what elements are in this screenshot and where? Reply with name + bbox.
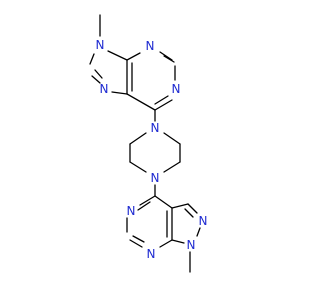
atom-label-n: N (127, 204, 136, 218)
atom-label-n: N (96, 38, 105, 52)
bond (154, 99, 173, 111)
atom-label-n: N (147, 247, 156, 261)
atom-label-n: N (172, 82, 181, 96)
bond (126, 52, 141, 61)
bond (171, 203, 189, 209)
bond (159, 51, 173, 61)
bond (91, 75, 101, 84)
bond (132, 235, 145, 243)
bond (94, 69, 103, 79)
bond (171, 239, 185, 244)
bond (137, 201, 151, 211)
bond (159, 239, 173, 248)
bond (154, 195, 173, 209)
bond (111, 91, 128, 95)
bond (154, 95, 169, 105)
bond (163, 55, 175, 63)
bond (196, 227, 201, 237)
atom-label-n: N (187, 238, 196, 252)
bond (89, 53, 95, 65)
atom-label-n: N (151, 171, 160, 185)
atom-label-n: N (100, 82, 109, 96)
bond (126, 93, 156, 111)
atom-label-n: N (151, 121, 160, 135)
bond (187, 203, 198, 214)
bond (139, 195, 156, 206)
bond (184, 208, 194, 218)
bond (163, 161, 181, 173)
bond (107, 50, 128, 61)
bond (129, 161, 147, 173)
bond (129, 239, 143, 248)
bond (163, 132, 181, 145)
molecule-structure: N N N N N N N N N N (89, 14, 208, 273)
atom-label-n: N (146, 39, 155, 53)
molecule-drawing: N N N N N N N N N N (89, 14, 208, 273)
bond (129, 132, 147, 145)
atom-labels: N N N N N N N N N N (96, 38, 208, 261)
atom-label-n: N (199, 214, 208, 228)
bonds (89, 14, 201, 273)
